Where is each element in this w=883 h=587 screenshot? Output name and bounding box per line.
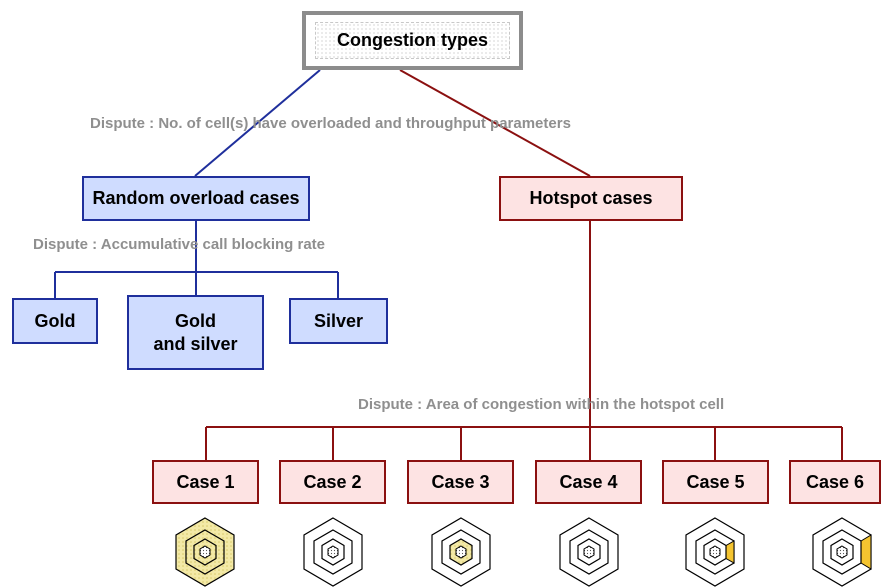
connector-root-hotspot [399,69,591,177]
dispute-blocking-rate: Dispute : Accumulative call blocking rat… [33,236,326,253]
case-1-node: Case 1 [152,460,259,504]
silver-node: Silver [289,298,388,344]
congestion-types-node: Congestion types [302,11,523,70]
case-5-cell-icon [685,517,745,587]
case-6-node: Case 6 [789,460,881,504]
case-1-cell-icon [175,517,235,587]
case-2-node: Case 2 [279,460,386,504]
congestion-types-label: Congestion types [315,22,510,59]
case-4-node: Case 4 [535,460,642,504]
case-3-node: Case 3 [407,460,514,504]
gold-node: Gold [12,298,98,344]
case-2-cell-icon [303,517,363,587]
dispute-cell-overload: Dispute : No. of cell(s) have overloaded… [90,115,571,132]
case-4-cell-icon [559,517,619,587]
hotspot-node: Hotspot cases [499,176,683,221]
case-3-cell-icon [431,517,491,587]
random-overload-node: Random overload cases [82,176,310,221]
gold-and-silver-node: Gold and silver [127,295,264,370]
case-5-node: Case 5 [662,460,769,504]
connector-root-random [194,69,321,177]
case-6-cell-icon [812,517,872,587]
dispute-congestion-area: Dispute : Area of congestion within the … [358,396,725,413]
